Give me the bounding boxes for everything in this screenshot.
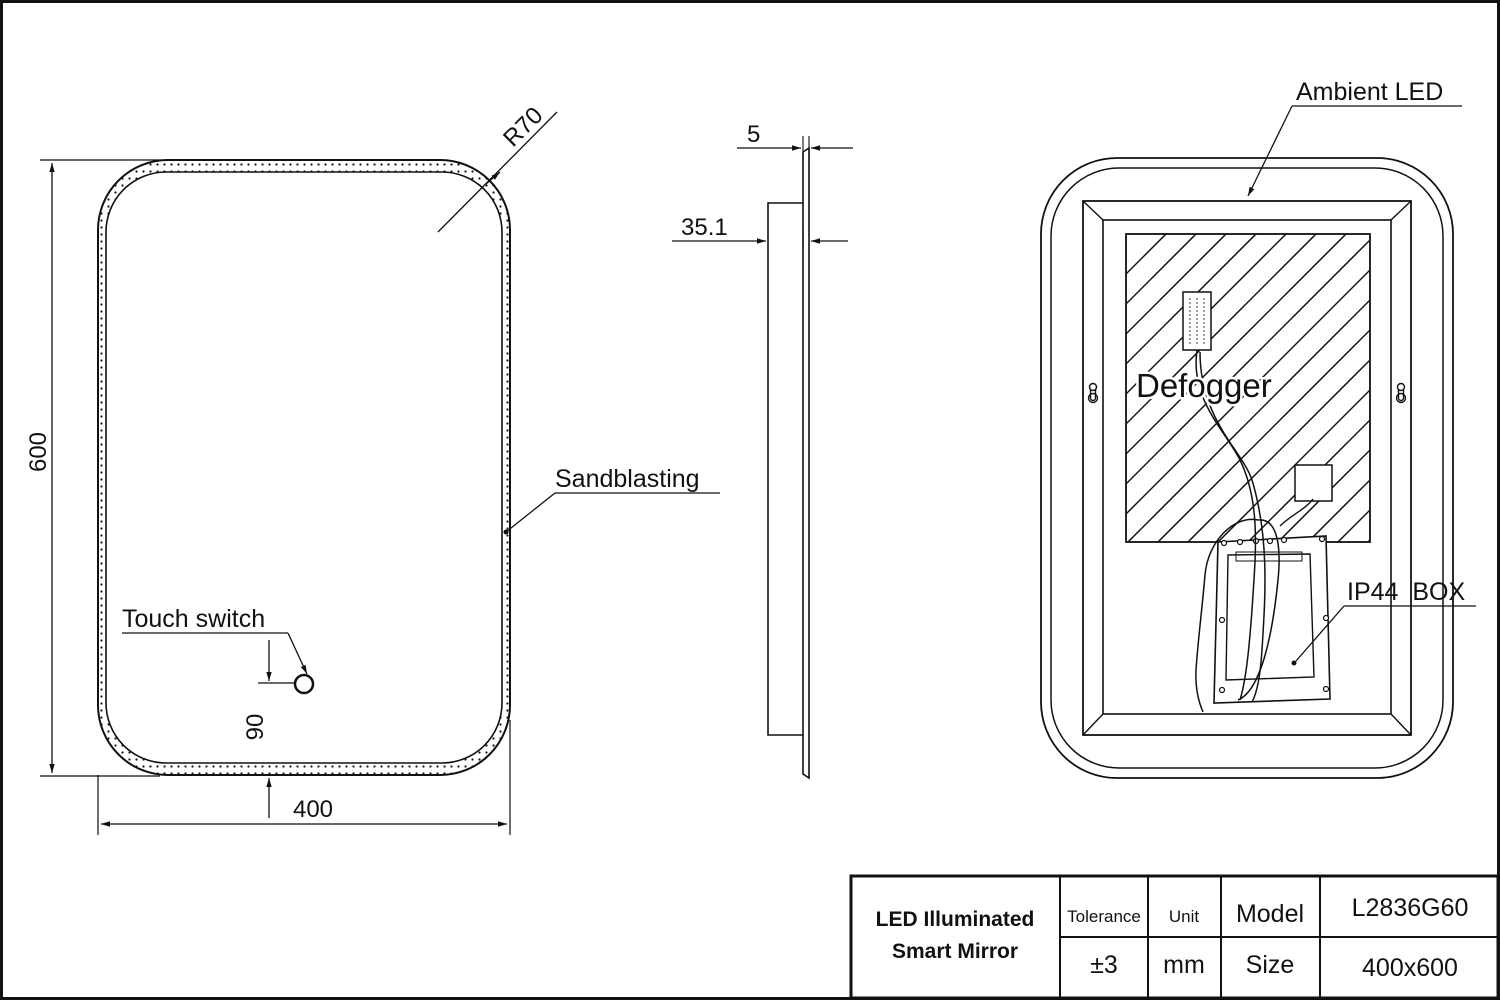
- touch-switch-label: Touch switch: [122, 605, 265, 633]
- defogger-label: Defogger: [1136, 367, 1272, 404]
- tolerance-header: Tolerance: [1067, 907, 1141, 926]
- hanger-right-icon: [1395, 382, 1407, 404]
- depth-label: 35.1: [681, 214, 728, 241]
- hatch-line: [1246, 418, 1370, 542]
- sensor-box: [1294, 464, 1333, 502]
- wire-3: [1195, 518, 1259, 713]
- hatch-line: [1126, 268, 1370, 516]
- sandblasting-band: [98, 160, 510, 775]
- thickness-label: 5: [747, 121, 760, 148]
- hatch-line: [1126, 298, 1370, 542]
- touch-switch-icon: [293, 673, 315, 695]
- frame-outer: [1082, 200, 1412, 736]
- hatch-line: [1186, 358, 1370, 542]
- product-name-line2: Smart Mirror: [892, 940, 1018, 963]
- wire-1: [1195, 349, 1257, 701]
- hatch-line: [1460, 200, 1500, 600]
- width-dimension-label: 400: [293, 796, 333, 823]
- front-view: R70 600 400 Sandblasting Touch switch 90: [25, 102, 720, 835]
- unit-header: Unit: [1169, 907, 1200, 926]
- hatch-line: [1400, 200, 1500, 600]
- model-value: L2836G60: [1352, 894, 1469, 922]
- frame-inner: [1102, 219, 1392, 715]
- driver-unit: [1182, 291, 1212, 351]
- hatch-line: [1126, 234, 1288, 396]
- radius-label: R70: [498, 102, 548, 152]
- hatch-line: [1306, 478, 1370, 542]
- hatch-line: [1336, 508, 1370, 542]
- size-header: Size: [1246, 951, 1295, 979]
- hatch-line: [1430, 200, 1500, 600]
- hatch-line: [1126, 234, 1318, 426]
- hatch-line: [1216, 388, 1370, 542]
- hatch-line: [1126, 234, 1348, 456]
- unit-value: mm: [1163, 951, 1205, 979]
- ip44-box-label: IP44 BOX: [1347, 578, 1465, 606]
- hatch-line: [1370, 200, 1500, 600]
- ip44-box: [1213, 535, 1331, 704]
- touch-offset-label: 90: [242, 714, 269, 741]
- wire-4: [1237, 519, 1280, 701]
- model-header: Model: [1236, 900, 1304, 928]
- ambient-led-label: Ambient LED: [1296, 78, 1443, 106]
- size-value: 400x600: [1362, 954, 1458, 982]
- tolerance-value: ±3: [1090, 951, 1118, 979]
- side-view: 5 35.1: [672, 121, 853, 780]
- back-inner-outline: [1050, 167, 1444, 769]
- back-outer-outline: [1040, 157, 1454, 779]
- height-dimension-label: 600: [25, 432, 52, 472]
- back-view: Defogger Ambient LED IP44 BOX: [1040, 78, 1500, 779]
- mirror-outline: [97, 159, 511, 776]
- sandblasting-label: Sandblasting: [555, 465, 700, 493]
- mirror-inner-outline: [105, 171, 503, 764]
- hatch-line: [1276, 448, 1370, 542]
- hatch-line: [1126, 234, 1168, 276]
- hanger-left-icon: [1087, 382, 1099, 404]
- hatch-line: [1156, 328, 1370, 542]
- title-block: LED Illuminated Smart Mirror Tolerance ±…: [849, 874, 1500, 1000]
- wire-5: [1279, 498, 1314, 527]
- hatch-line: [1126, 234, 1198, 306]
- product-name-line1: LED Illuminated: [876, 908, 1035, 931]
- hatch-line: [1126, 234, 1228, 336]
- hatch-line: [1126, 238, 1370, 486]
- glass-profile: [802, 146, 810, 780]
- frame-profile: [767, 202, 803, 736]
- hatch-line: [1126, 234, 1258, 366]
